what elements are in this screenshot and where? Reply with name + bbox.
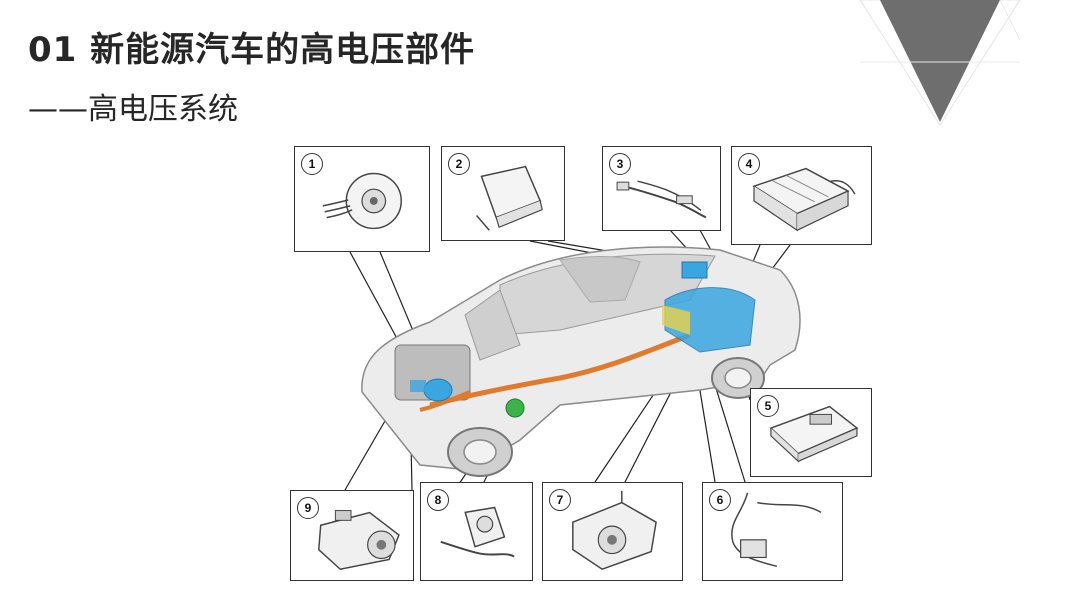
charging-cable-icon — [731, 492, 822, 567]
component-number-6: 6 — [709, 489, 731, 511]
component-panel-1-electric-motor: 1 — [294, 146, 430, 252]
component-number-5: 5 — [757, 395, 779, 417]
electric-motor-icon — [322, 172, 402, 230]
component-panel-3-hv-cable: 3 — [602, 146, 721, 231]
component-panel-2-power-electronics: 2 — [441, 146, 565, 241]
component-number-4: 4 — [738, 153, 760, 175]
component-number-9: 9 — [297, 497, 319, 519]
drive-unit-icon — [572, 490, 657, 571]
component-number-7: 7 — [549, 489, 571, 511]
component-panel-9-ac-compressor: 9 — [290, 490, 414, 581]
battery-pack-icon — [752, 167, 856, 232]
component-panel-4-battery-pack: 4 — [731, 146, 872, 245]
component-panel-6-charging-cable: 6 — [702, 482, 843, 581]
component-panel-7-electric-drive-unit: 7 — [542, 482, 683, 581]
component-number-2: 2 — [448, 153, 470, 175]
component-number-3: 3 — [609, 153, 631, 175]
slide-subtitle: ——高电压系统 — [28, 92, 238, 127]
component-number-8: 8 — [427, 489, 449, 511]
hv-cable-icon — [616, 180, 707, 219]
component-panel-5-control-unit: 5 — [750, 388, 872, 477]
component-number-1: 1 — [301, 153, 323, 175]
control-unit-icon — [769, 405, 859, 463]
slide-title: 01 新能源汽车的高电压部件 — [28, 30, 476, 70]
ac-compressor-icon — [317, 510, 400, 571]
charge-port-icon — [440, 506, 515, 558]
component-panel-8-charge-port: 8 — [420, 482, 533, 581]
decorative-triangles — [860, 0, 1020, 125]
inverter-module-icon — [476, 165, 543, 231]
